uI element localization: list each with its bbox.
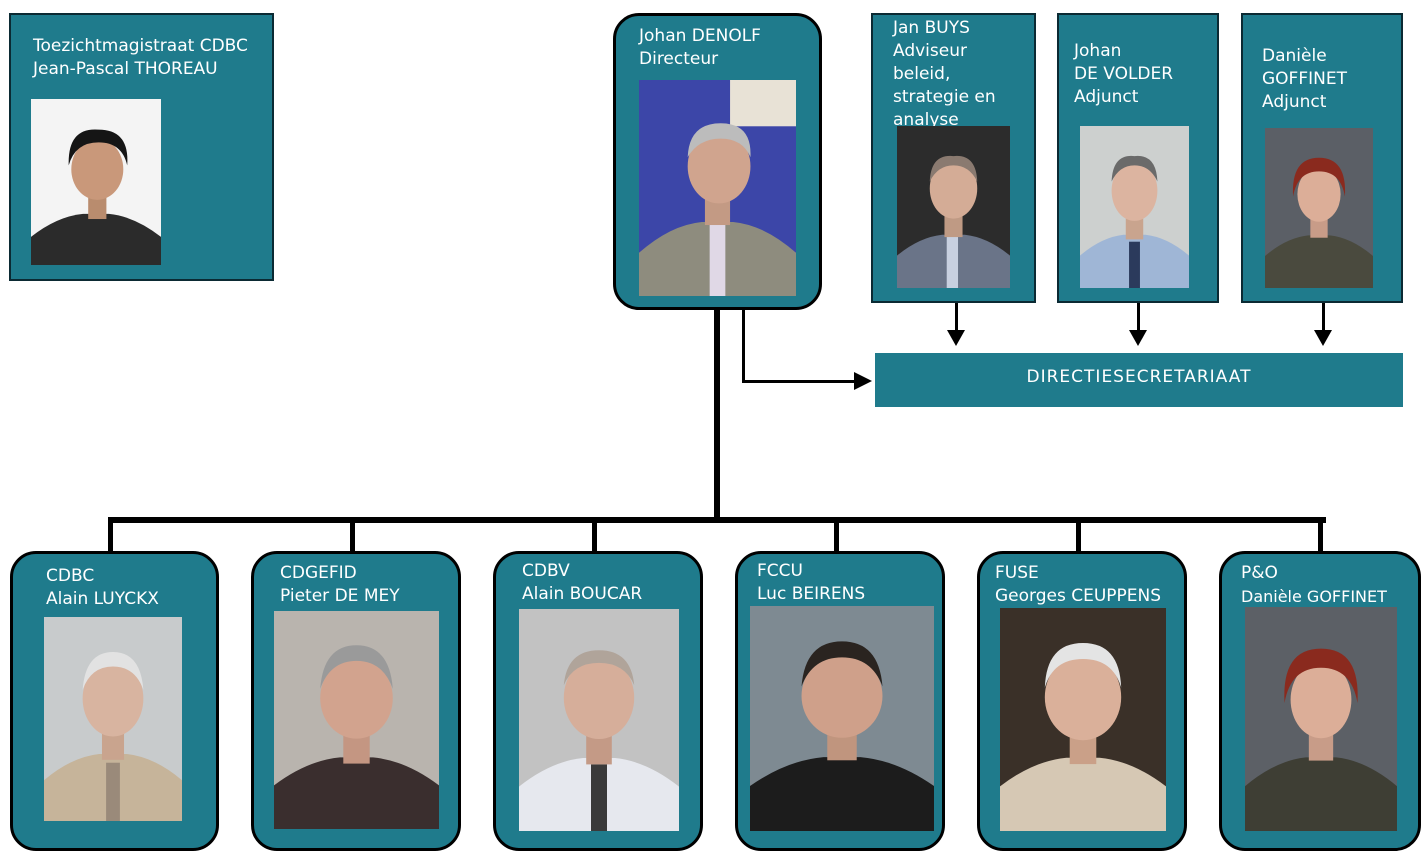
unit-head-name: Georges CEUPPENS	[995, 586, 1162, 606]
unit-drop-line	[1318, 517, 1323, 554]
staff-box: Jan BUYS Adviseur beleid, strategie en a…	[871, 13, 1036, 303]
director-name: Johan DENOLF	[639, 26, 761, 46]
staff-arrow-line	[1322, 302, 1325, 332]
unit-code: CDGEFID	[280, 563, 357, 583]
magistrate-title: Toezichtmagistraat CDBC	[33, 36, 248, 56]
secretariat-link-vertical	[742, 308, 745, 383]
secretariat-link-horizontal	[742, 380, 856, 383]
magistrate-box: Toezichtmagistraat CDBC Jean-Pascal THOR…	[9, 13, 274, 281]
unit-box: FCCU Luc BEIRENS	[735, 551, 945, 851]
staff-arrow-line	[1137, 302, 1140, 332]
staff-label-line: Jan BUYS	[893, 18, 970, 38]
staff-label-line: Danièle	[1262, 46, 1327, 66]
unit-head-photo	[1245, 607, 1397, 831]
staff-label-line: strategie en	[893, 87, 996, 107]
arrow-right-icon	[854, 372, 872, 390]
unit-head-photo	[44, 617, 182, 821]
unit-drop-line	[1076, 517, 1081, 554]
unit-box: FUSE Georges CEUPPENS	[977, 551, 1187, 851]
unit-box: CDBC Alain LUYCKX	[10, 551, 219, 851]
magistrate-name: Jean-Pascal THOREAU	[33, 59, 218, 79]
unit-code: P&O	[1241, 563, 1278, 583]
staff-box: Danièle GOFFINET Adjunct	[1241, 13, 1403, 303]
unit-head-photo	[274, 611, 439, 829]
staff-box: Johan DE VOLDER Adjunct	[1057, 13, 1219, 303]
staff-photo	[897, 126, 1010, 288]
unit-head-name: Pieter DE MEY	[280, 586, 400, 606]
units-bus-line	[108, 517, 1326, 523]
unit-head-name: Alain BOUCAR	[522, 584, 643, 604]
unit-drop-line	[592, 517, 597, 554]
magistrate-photo	[31, 99, 161, 265]
unit-code: CDBV	[522, 561, 570, 581]
unit-head-photo	[519, 609, 679, 831]
arrow-down-icon	[1129, 330, 1147, 346]
unit-box: CDBV Alain BOUCAR	[493, 551, 703, 851]
staff-label-line: analyse	[893, 110, 959, 130]
unit-drop-line	[350, 517, 355, 554]
staff-photo	[1265, 128, 1373, 288]
staff-label-line: GOFFINET	[1262, 69, 1347, 89]
unit-code: FUSE	[995, 563, 1039, 583]
director-box: Johan DENOLF Directeur	[613, 13, 822, 310]
secretariat-box: DIRECTIESECRETARIAAT	[875, 353, 1403, 407]
unit-box: CDGEFID Pieter DE MEY	[251, 551, 461, 851]
staff-arrow-line	[955, 302, 958, 332]
staff-label-line: Adjunct	[1074, 87, 1139, 107]
staff-label-line: DE VOLDER	[1074, 64, 1174, 84]
staff-photo	[1080, 126, 1189, 288]
unit-head-name: Danièle GOFFINET	[1241, 587, 1387, 606]
arrow-down-icon	[947, 330, 965, 346]
unit-head-photo	[1000, 608, 1166, 831]
director-photo	[639, 80, 796, 296]
director-trunk-line	[714, 308, 720, 522]
unit-head-name: Luc BEIRENS	[757, 584, 866, 604]
secretariat-label: DIRECTIESECRETARIAAT	[1026, 367, 1252, 387]
unit-head-name: Alain LUYCKX	[46, 589, 159, 609]
unit-head-photo	[750, 606, 934, 831]
director-title: Directeur	[639, 49, 719, 69]
arrow-down-icon	[1314, 330, 1332, 346]
unit-code: CDBC	[46, 566, 95, 586]
unit-drop-line	[834, 517, 839, 554]
staff-label-line: Adjunct	[1262, 92, 1327, 112]
unit-drop-line	[108, 517, 113, 554]
staff-label-line: beleid,	[893, 64, 951, 84]
unit-code: FCCU	[757, 561, 803, 581]
staff-label-line: Adviseur	[893, 41, 967, 61]
staff-label-line: Johan	[1074, 41, 1122, 61]
unit-box: P&O Danièle GOFFINET	[1219, 551, 1421, 851]
